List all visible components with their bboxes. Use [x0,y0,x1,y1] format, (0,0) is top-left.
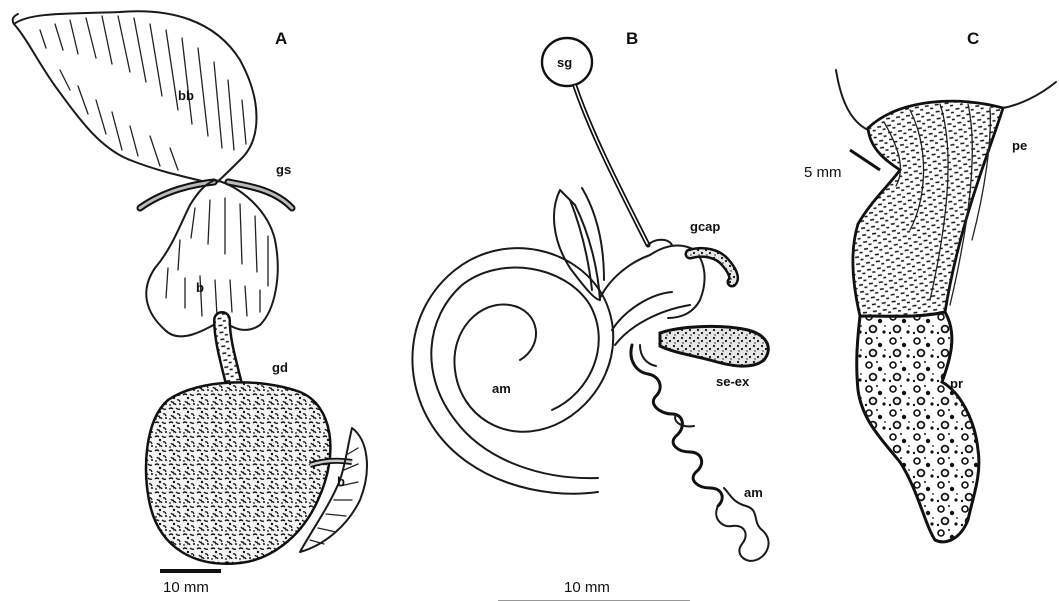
gcap-structure [690,252,734,282]
scale-label-a: 10 mm [163,579,209,596]
label-se-ex: se-ex [716,374,750,389]
pe-section [853,101,1003,316]
label-b-middle: b [196,280,204,295]
scale-bar-c [850,150,880,170]
label-am-duct: am [744,485,763,500]
bulb-b-structure [146,180,277,336]
label-b-right: b [337,474,345,489]
se-ex-structure [660,326,768,366]
gs-stalks [140,182,292,208]
panel-b-letter: B [626,29,638,48]
bulb-bb-structure [13,11,257,184]
label-gcap: gcap [690,219,720,234]
outline-left [836,70,868,130]
label-bb: bb [178,88,194,103]
label-pr: pr [950,376,963,391]
outline-right [1003,82,1056,108]
panel-c-letter: C [967,29,979,48]
panel-a-letter: A [275,29,287,48]
gland-round [146,382,330,563]
panel-c: C pe pr 5 mm [804,29,1056,542]
sheath-structure [554,188,604,300]
panel-b: B [412,29,768,601]
label-am-spiral: am [492,381,511,396]
pr-section [857,312,979,542]
panel-a: A [13,11,367,596]
scale-label-b: 10 mm [564,579,610,596]
label-sg: sg [557,55,572,70]
label-pe: pe [1012,138,1027,153]
label-gs: gs [276,162,291,177]
scale-label-c: 5 mm [804,164,842,181]
label-gd: gd [272,360,288,375]
